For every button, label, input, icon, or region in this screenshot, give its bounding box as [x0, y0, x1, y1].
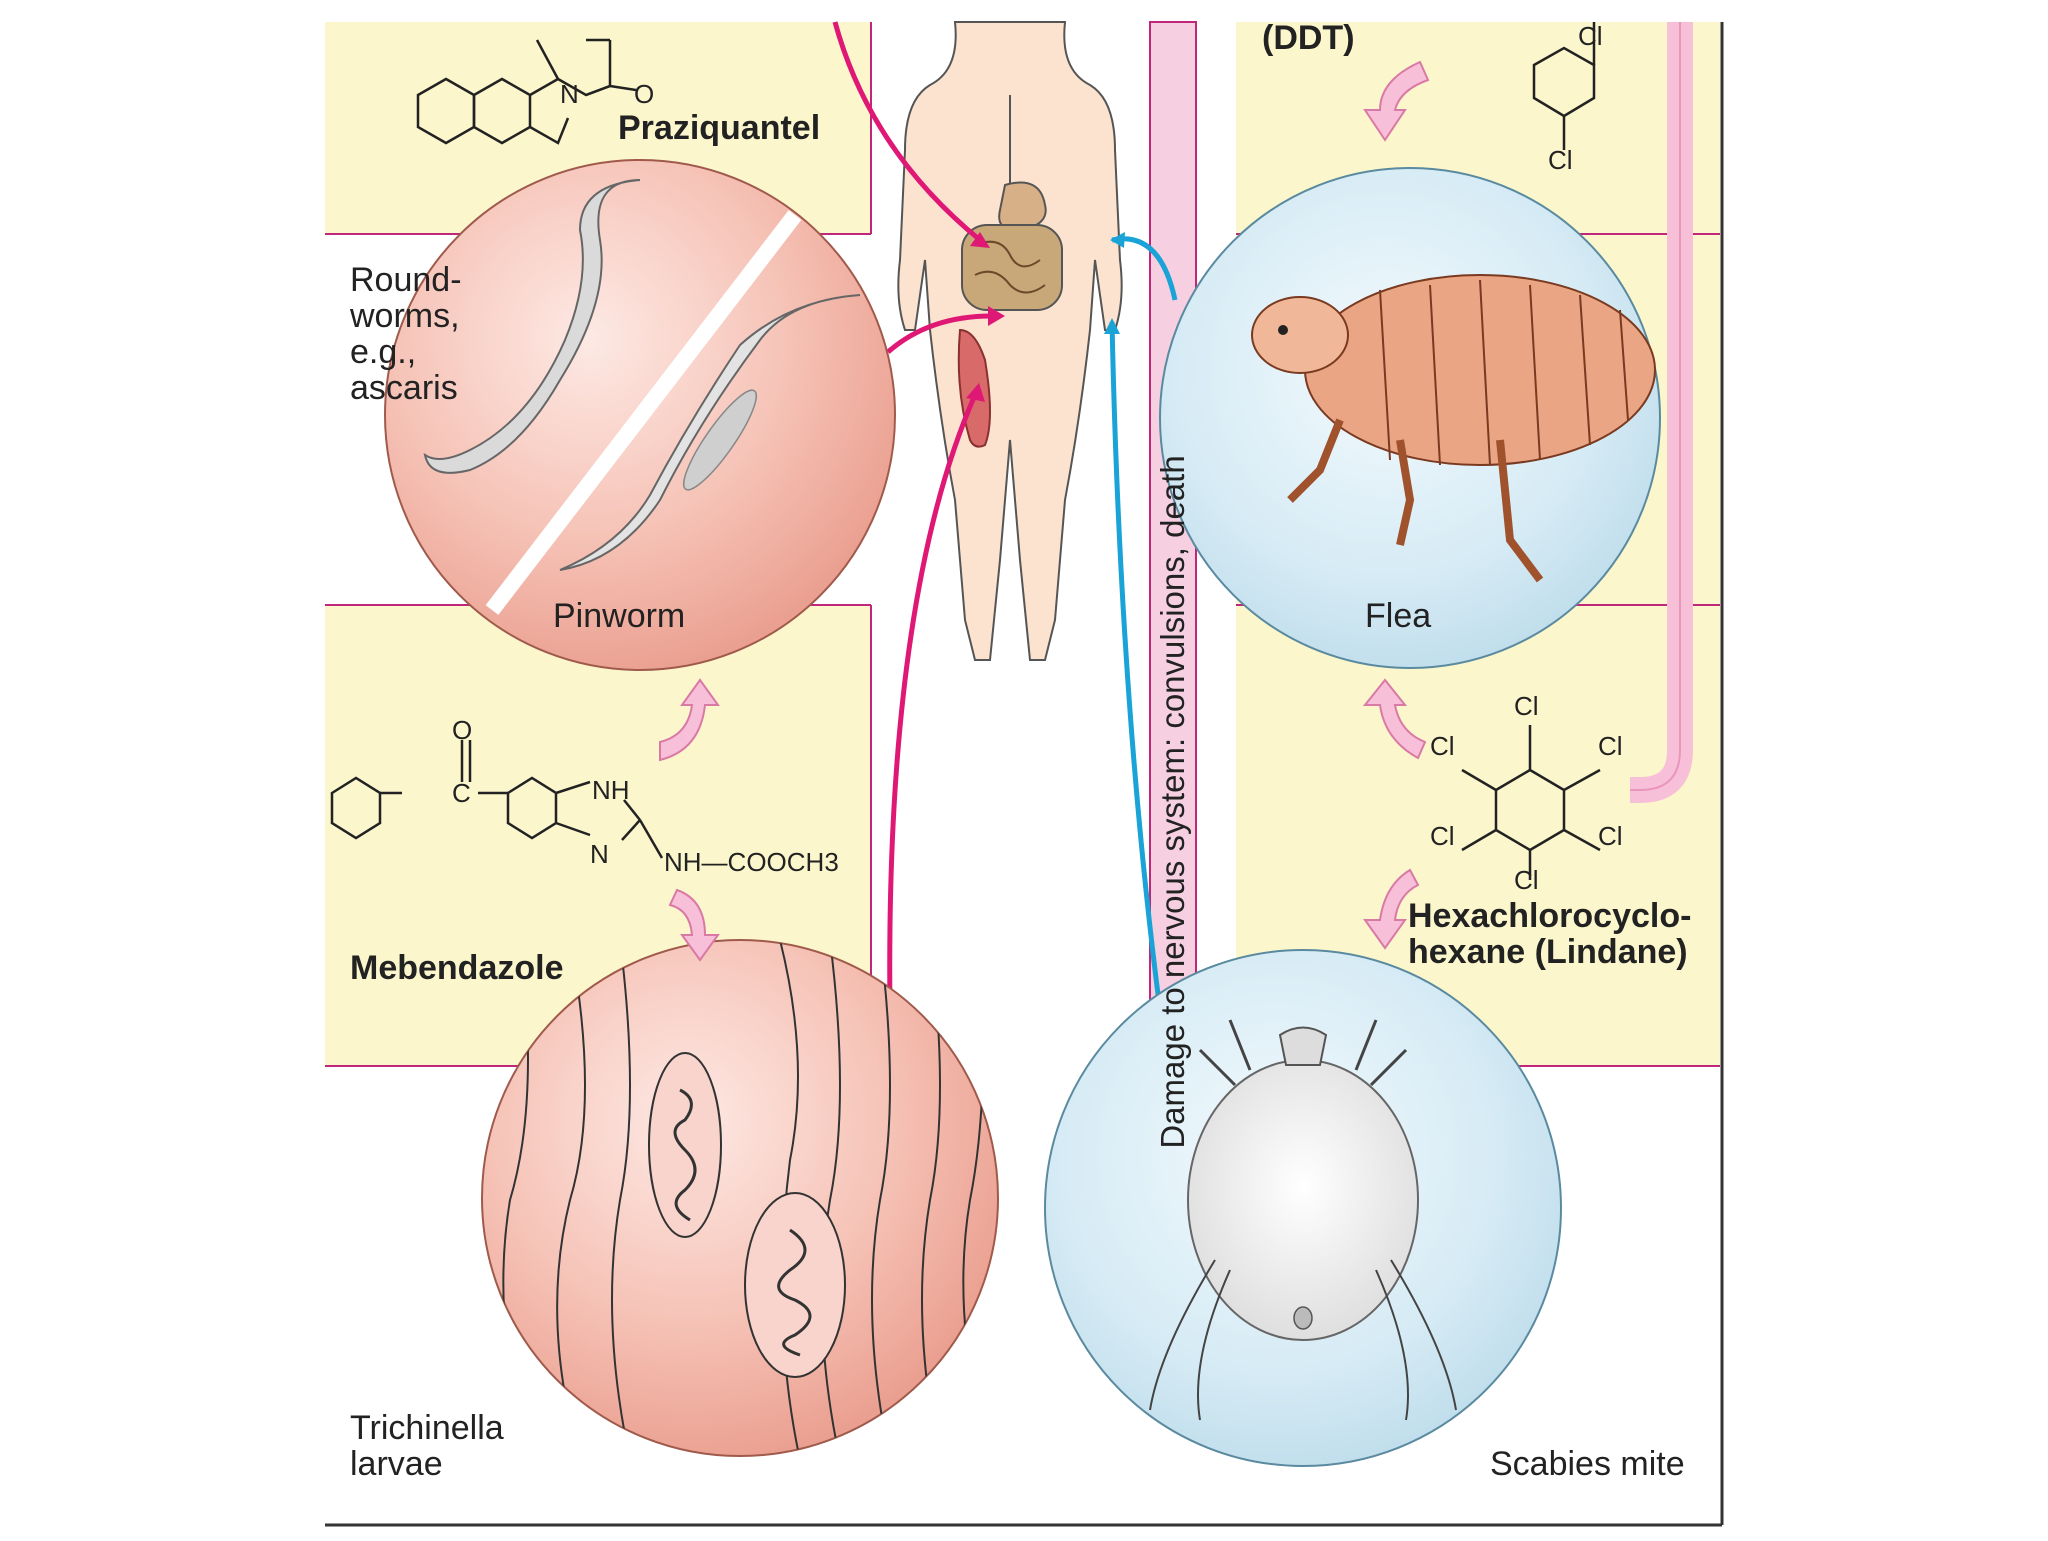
lindane-cl-6: Cl: [1514, 865, 1539, 895]
lindane-structure: [1461, 725, 1601, 880]
meb-o: O: [452, 715, 473, 745]
scabies-circle: [1044, 949, 1562, 1467]
arrow-mite-to-skin: [1109, 321, 1163, 1011]
lindane-cl-5: Cl: [1598, 821, 1623, 851]
human-body-icon: [897, 21, 1123, 661]
lindane-label: Hexachlorocyclo- hexane (Lindane): [1408, 897, 1692, 971]
praziquantel-structure: [416, 38, 637, 145]
flea-icon: [1251, 274, 1656, 583]
mebendazole-structure: [330, 740, 664, 859]
roundworm-icon: [423, 179, 641, 474]
ddt-cl-bottom: Cl: [1548, 145, 1573, 175]
nervous-damage-label: Damage to nervous system: convulsions, d…: [1154, 455, 1191, 1149]
mebendazole-label: Mebendazole: [350, 949, 564, 987]
meb-nh-cooch3: NH—COOCH3: [664, 847, 839, 877]
prazi-n: N: [560, 79, 579, 109]
trichinella-cyst-icon: [648, 1052, 846, 1378]
transition-arrow-icon: [659, 60, 1430, 962]
arrow-ingestion: [832, 21, 982, 242]
trichinella-circle: [481, 939, 999, 1457]
flea-label: Flea: [1365, 597, 1432, 635]
lindane-cl-4: Cl: [1430, 821, 1455, 851]
meb-n: N: [590, 839, 609, 869]
roundworm-pinworm-circle: [384, 159, 896, 671]
scabies-mite-icon: [1149, 1019, 1457, 1421]
praziquantel-label: Praziquantel: [618, 109, 821, 147]
flea-circle: [1159, 167, 1661, 669]
scabies-label: Scabies mite: [1490, 1445, 1685, 1483]
arrow-trichinella-to-muscle: [887, 393, 978, 1011]
arrow-worm-to-gut: [886, 313, 996, 354]
ddt-structure: [1532, 22, 1596, 150]
trichinella-label: Trichinella larvae: [350, 1409, 504, 1483]
lindane-cl-2: Cl: [1430, 731, 1455, 761]
ddt-cl-top: Cl: [1578, 21, 1603, 51]
roundworms-label: Round- worms, e.g., ascaris: [350, 261, 462, 407]
pinworm-icon: [559, 294, 861, 571]
lindane-cl-3: Cl: [1598, 731, 1623, 761]
lindane-cl-1: Cl: [1514, 691, 1539, 721]
pinworm-label: Pinworm: [553, 597, 686, 635]
meb-nh: NH: [592, 775, 630, 805]
ddt-label: (DDT): [1262, 19, 1355, 57]
meb-c: C: [452, 778, 471, 808]
prazi-o: O: [634, 79, 655, 109]
